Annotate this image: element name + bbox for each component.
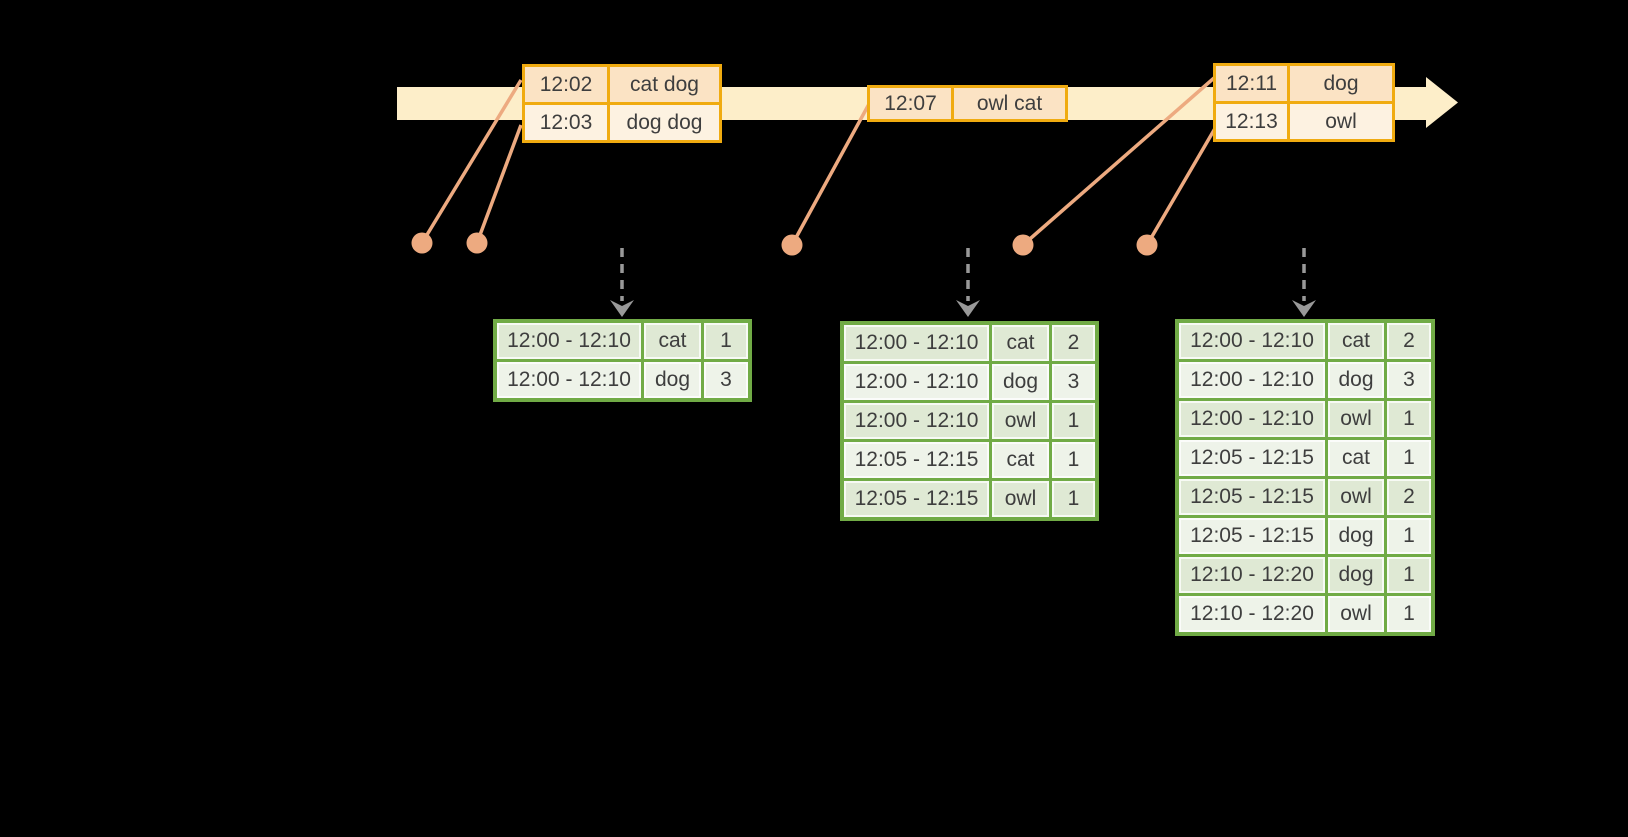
result-row: 12:00 - 12:10 cat 2 bbox=[1179, 323, 1431, 359]
window-cell: 12:05 - 12:15 bbox=[1179, 479, 1325, 515]
event-row: 12:02 cat dog bbox=[525, 67, 719, 102]
count-cell: 1 bbox=[704, 323, 748, 359]
event-connector-line bbox=[420, 79, 523, 244]
window-cell: 12:00 - 12:10 bbox=[844, 364, 989, 400]
result-row: 12:05 - 12:15 cat 1 bbox=[1179, 440, 1431, 476]
window-cell: 12:05 - 12:15 bbox=[844, 442, 989, 478]
result-table: 12:00 - 12:10 cat 2 12:00 - 12:10 dog 3 … bbox=[840, 321, 1099, 521]
event-table: 12:02 cat dog 12:03 dog dog bbox=[522, 64, 722, 143]
word-cell: dog bbox=[644, 362, 701, 398]
word-cell: owl bbox=[1328, 479, 1384, 515]
count-cell: 2 bbox=[1387, 479, 1431, 515]
window-cell: 12:05 - 12:15 bbox=[1179, 518, 1325, 554]
count-cell: 3 bbox=[1387, 362, 1431, 398]
result-row: 12:10 - 12:20 dog 1 bbox=[1179, 557, 1431, 593]
event-dot-icon bbox=[781, 234, 803, 256]
trigger-arrow-icon bbox=[1292, 300, 1316, 317]
result-table: 12:00 - 12:10 cat 1 12:00 - 12:10 dog 3 bbox=[493, 319, 752, 402]
count-cell: 2 bbox=[1052, 325, 1095, 361]
event-dot-icon bbox=[1136, 234, 1158, 256]
event-dot-icon bbox=[466, 232, 488, 254]
window-cell: 12:00 - 12:10 bbox=[1179, 362, 1325, 398]
timeline-arrowhead-icon bbox=[1426, 77, 1458, 128]
result-row: 12:00 - 12:10 cat 1 bbox=[497, 323, 748, 359]
event-time-cell: 12:07 bbox=[870, 88, 951, 119]
window-cell: 12:00 - 12:10 bbox=[1179, 401, 1325, 437]
window-cell: 12:00 - 12:10 bbox=[497, 362, 641, 398]
result-row: 12:05 - 12:15 cat 1 bbox=[844, 442, 1095, 478]
event-words-cell: owl bbox=[1290, 104, 1392, 139]
word-cell: cat bbox=[992, 325, 1049, 361]
count-cell: 1 bbox=[1387, 401, 1431, 437]
event-connector-line bbox=[1145, 124, 1219, 246]
word-cell: cat bbox=[1328, 440, 1384, 476]
count-cell: 1 bbox=[1052, 403, 1095, 439]
result-row: 12:05 - 12:15 dog 1 bbox=[1179, 518, 1431, 554]
word-cell: cat bbox=[644, 323, 701, 359]
result-row: 12:10 - 12:20 owl 1 bbox=[1179, 596, 1431, 632]
count-cell: 3 bbox=[1052, 364, 1095, 400]
word-cell: owl bbox=[992, 481, 1049, 517]
word-cell: cat bbox=[1328, 323, 1384, 359]
window-cell: 12:10 - 12:20 bbox=[1179, 596, 1325, 632]
window-cell: 12:10 - 12:20 bbox=[1179, 557, 1325, 593]
result-row: 12:00 - 12:10 owl 1 bbox=[844, 403, 1095, 439]
word-cell: dog bbox=[992, 364, 1049, 400]
window-cell: 12:05 - 12:15 bbox=[844, 481, 989, 517]
event-words-cell: cat dog bbox=[610, 67, 719, 102]
event-words-cell: dog dog bbox=[610, 105, 719, 140]
result-row: 12:00 - 12:10 dog 3 bbox=[844, 364, 1095, 400]
event-row: 12:13 owl bbox=[1216, 104, 1392, 139]
event-row: 12:11 dog bbox=[1216, 66, 1392, 101]
event-table: 12:11 dog 12:13 owl bbox=[1213, 63, 1395, 142]
word-cell: owl bbox=[992, 403, 1049, 439]
trigger-arrow-icon bbox=[956, 300, 980, 317]
word-cell: cat bbox=[992, 442, 1049, 478]
result-row: 12:05 - 12:15 owl 1 bbox=[844, 481, 1095, 517]
count-cell: 1 bbox=[1052, 481, 1095, 517]
event-words-cell: owl cat bbox=[954, 88, 1065, 119]
window-cell: 12:05 - 12:15 bbox=[1179, 440, 1325, 476]
count-cell: 1 bbox=[1387, 440, 1431, 476]
result-row: 12:00 - 12:10 dog 3 bbox=[497, 362, 748, 398]
event-dot-icon bbox=[1012, 234, 1034, 256]
result-row: 12:00 - 12:10 owl 1 bbox=[1179, 401, 1431, 437]
event-connector-line bbox=[1021, 76, 1216, 247]
result-row: 12:00 - 12:10 dog 3 bbox=[1179, 362, 1431, 398]
count-cell: 1 bbox=[1387, 596, 1431, 632]
result-row: 12:05 - 12:15 owl 2 bbox=[1179, 479, 1431, 515]
count-cell: 1 bbox=[1387, 518, 1431, 554]
window-cell: 12:00 - 12:10 bbox=[1179, 323, 1325, 359]
event-time-cell: 12:13 bbox=[1216, 104, 1287, 139]
word-cell: owl bbox=[1328, 401, 1384, 437]
event-time-cell: 12:11 bbox=[1216, 66, 1287, 101]
event-row: 12:03 dog dog bbox=[525, 105, 719, 140]
count-cell: 1 bbox=[1052, 442, 1095, 478]
count-cell: 1 bbox=[1387, 557, 1431, 593]
count-cell: 3 bbox=[704, 362, 748, 398]
count-cell: 2 bbox=[1387, 323, 1431, 359]
event-row: 12:07 owl cat bbox=[870, 88, 1065, 119]
window-cell: 12:00 - 12:10 bbox=[844, 325, 989, 361]
word-cell: dog bbox=[1328, 362, 1384, 398]
word-cell: owl bbox=[1328, 596, 1384, 632]
trigger-arrow-icon bbox=[610, 300, 634, 317]
event-time-cell: 12:03 bbox=[525, 105, 607, 140]
event-time-cell: 12:02 bbox=[525, 67, 607, 102]
event-connector-line bbox=[790, 103, 871, 246]
result-table: 12:00 - 12:10 cat 2 12:00 - 12:10 dog 3 … bbox=[1175, 319, 1435, 636]
event-dot-icon bbox=[411, 232, 433, 254]
event-connector-lines bbox=[420, 76, 1219, 247]
word-cell: dog bbox=[1328, 557, 1384, 593]
event-dots bbox=[411, 232, 1158, 256]
result-row: 12:00 - 12:10 cat 2 bbox=[844, 325, 1095, 361]
trigger-arrows bbox=[610, 248, 1316, 317]
event-words-cell: dog bbox=[1290, 66, 1392, 101]
window-cell: 12:00 - 12:10 bbox=[497, 323, 641, 359]
window-cell: 12:00 - 12:10 bbox=[844, 403, 989, 439]
word-cell: dog bbox=[1328, 518, 1384, 554]
event-table: 12:07 owl cat bbox=[867, 85, 1068, 122]
event-connector-line bbox=[475, 124, 523, 244]
